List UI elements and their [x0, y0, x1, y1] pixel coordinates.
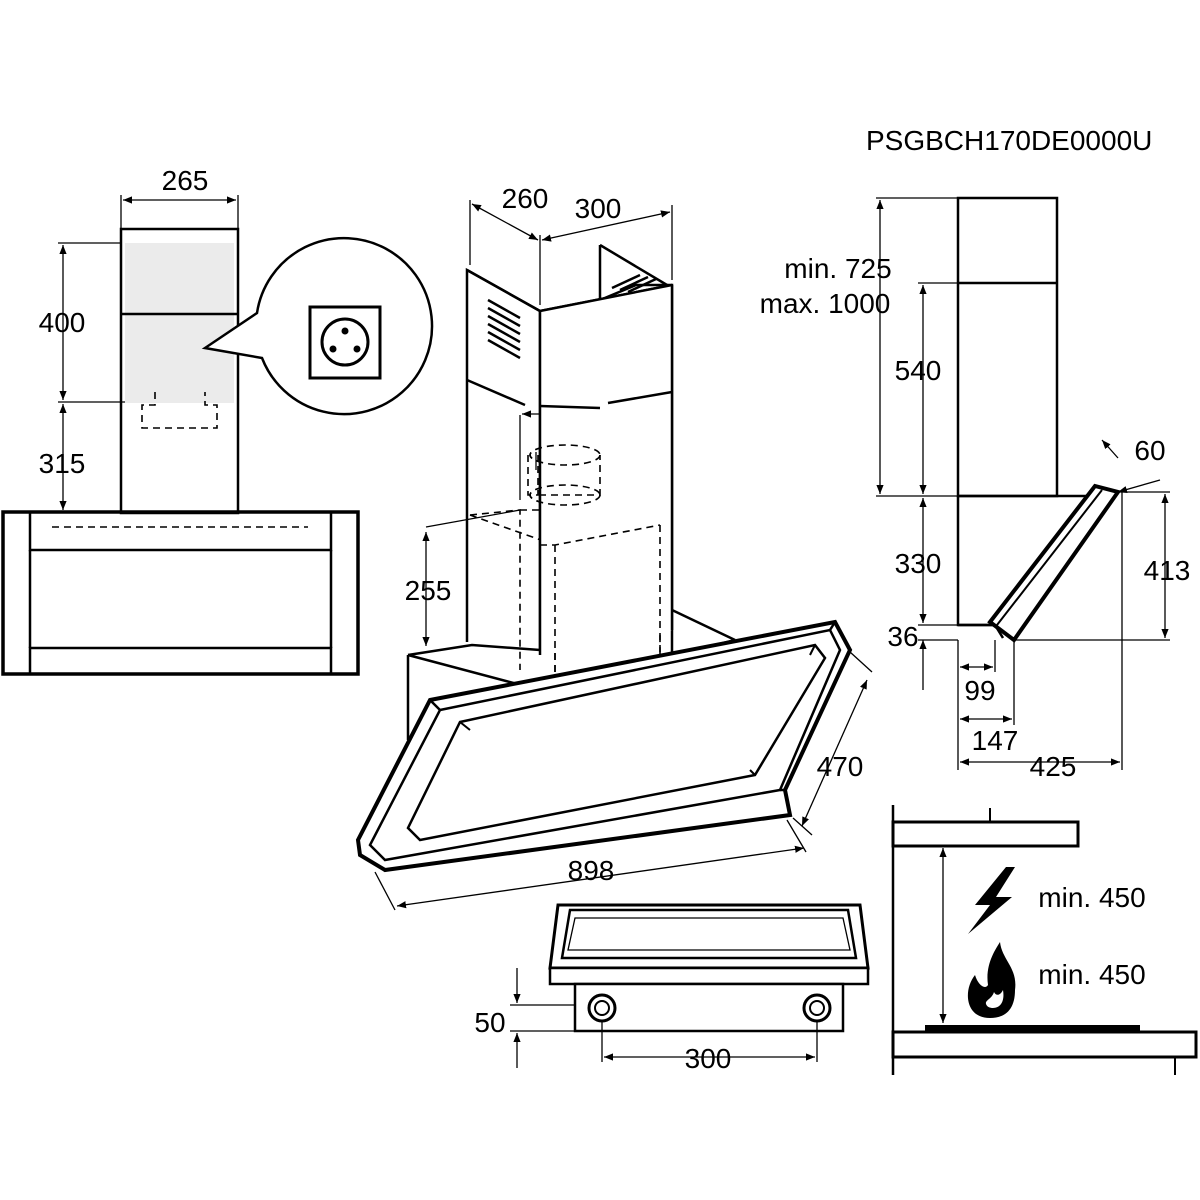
dim-300-bottom: 300 [685, 1043, 732, 1074]
dim-255: 255 [405, 575, 452, 606]
dim-330: 330 [895, 548, 942, 579]
bottom-view: 50 300 [474, 903, 870, 1074]
vent-grille-right [611, 273, 657, 294]
socket-zone [125, 243, 234, 403]
clearance-view: min. 450 min. 450 [891, 805, 1198, 1075]
dim-max-1000: max. 1000 [760, 288, 891, 319]
bottom-base [573, 982, 845, 1033]
side-view: min. 725 max. 1000 540 330 36 60 413 99 … [760, 196, 1191, 782]
dim-300-top: 300 [575, 193, 622, 224]
dim-260: 260 [502, 183, 549, 214]
lightning-icon [968, 867, 1015, 934]
front-hood [1, 510, 360, 676]
dim-99: 99 [964, 675, 995, 706]
dim-265: 265 [162, 165, 209, 196]
dim-400: 400 [39, 307, 86, 338]
plug-outline [141, 392, 218, 429]
dim-470: 470 [817, 751, 864, 782]
mount-hole-left [587, 993, 617, 1023]
clearance-hood [891, 820, 1080, 848]
front-view: 265 400 315 [1, 165, 434, 676]
dim-425: 425 [1030, 751, 1077, 782]
dim-540: 540 [895, 355, 942, 386]
dim-315: 315 [39, 448, 86, 479]
clearance-electric: min. 450 [1038, 882, 1145, 913]
dim-60: 60 [1134, 435, 1165, 466]
clearance-gas: min. 450 [1038, 959, 1145, 990]
clearance-cooktop [891, 1030, 1198, 1059]
side-glass-panel [987, 483, 1122, 643]
dim-413: 413 [1144, 555, 1191, 586]
vent-grille-left [487, 298, 521, 360]
dim-50: 50 [474, 1007, 505, 1038]
mount-hole-right [802, 993, 832, 1023]
dim-min-725: min. 725 [784, 253, 891, 284]
dim-36: 36 [887, 621, 918, 652]
dim-898: 898 [568, 855, 615, 886]
model-code: PSGBCH170DE0000U [866, 125, 1152, 156]
side-chimney [956, 196, 1059, 498]
dim-147: 147 [972, 725, 1019, 756]
flame-icon [967, 942, 1016, 1018]
hood-glass-panel [355, 619, 853, 873]
perspective-view: 150 120 260 300 255 [355, 183, 873, 911]
